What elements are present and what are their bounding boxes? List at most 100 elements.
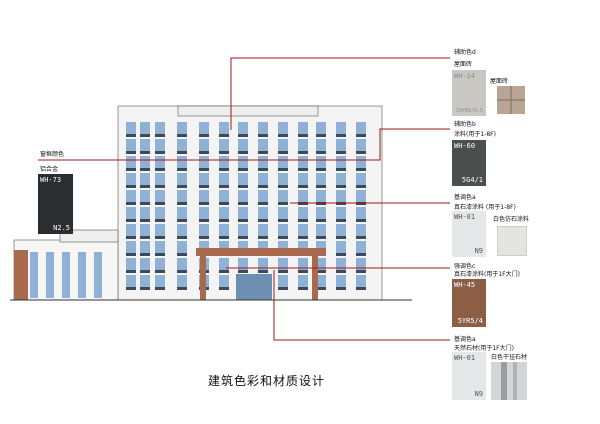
window-spandrel bbox=[177, 151, 187, 154]
window-spandrel bbox=[126, 219, 136, 222]
window bbox=[336, 241, 346, 253]
window-spandrel bbox=[177, 168, 187, 171]
window-spandrel bbox=[258, 151, 268, 154]
window bbox=[258, 258, 268, 270]
window bbox=[336, 156, 346, 168]
window-spandrel bbox=[298, 219, 308, 222]
window bbox=[258, 122, 268, 134]
window-spandrel bbox=[278, 236, 288, 239]
window-spandrel bbox=[140, 134, 150, 137]
podium-window bbox=[30, 252, 38, 298]
window bbox=[126, 122, 136, 134]
window bbox=[140, 122, 150, 134]
window bbox=[356, 122, 366, 134]
window bbox=[219, 241, 229, 253]
window bbox=[177, 241, 187, 253]
window-spandrel bbox=[177, 287, 187, 290]
window-spandrel bbox=[155, 287, 165, 290]
entrance-column bbox=[312, 256, 318, 300]
window bbox=[238, 122, 248, 134]
window bbox=[316, 173, 326, 185]
window bbox=[199, 122, 209, 134]
window-spandrel bbox=[356, 134, 366, 137]
window-spandrel bbox=[298, 151, 308, 154]
window-spandrel bbox=[316, 219, 326, 222]
window bbox=[278, 139, 288, 151]
window bbox=[316, 190, 326, 202]
window-spandrel bbox=[278, 219, 288, 222]
window-spandrel bbox=[126, 151, 136, 154]
window-spandrel bbox=[155, 185, 165, 188]
natural-stone-texture-label: 白色干挂石材 bbox=[491, 354, 528, 361]
window bbox=[356, 258, 366, 270]
window-spandrel bbox=[278, 134, 288, 137]
window-spandrel bbox=[219, 168, 229, 171]
window-spandrel bbox=[336, 253, 346, 256]
window-spandrel bbox=[219, 236, 229, 239]
label-accent-d: 辅助色d bbox=[454, 49, 476, 56]
podium-window bbox=[46, 252, 54, 298]
window bbox=[298, 139, 308, 151]
window-spandrel bbox=[278, 202, 288, 205]
podium-window bbox=[78, 252, 86, 298]
window bbox=[155, 241, 165, 253]
window bbox=[356, 156, 366, 168]
window-spandrel bbox=[140, 253, 150, 256]
window-spandrel bbox=[298, 287, 308, 290]
window bbox=[238, 241, 248, 253]
window bbox=[356, 224, 366, 236]
window-spandrel bbox=[356, 236, 366, 239]
window bbox=[140, 241, 150, 253]
window bbox=[278, 275, 288, 287]
window-spandrel bbox=[140, 185, 150, 188]
window-spandrel bbox=[258, 185, 268, 188]
window-spandrel bbox=[316, 185, 326, 188]
window bbox=[140, 224, 150, 236]
stone-coating-texture bbox=[497, 226, 527, 256]
window bbox=[298, 122, 308, 134]
window-spandrel bbox=[238, 219, 248, 222]
window bbox=[316, 207, 326, 219]
window bbox=[140, 258, 150, 270]
window bbox=[219, 156, 229, 168]
window-spandrel bbox=[199, 151, 209, 154]
window-spandrel bbox=[155, 270, 165, 273]
window-spandrel bbox=[177, 219, 187, 222]
window-spandrel bbox=[155, 253, 165, 256]
window-spandrel bbox=[316, 134, 326, 137]
window bbox=[238, 156, 248, 168]
window bbox=[199, 156, 209, 168]
window bbox=[177, 173, 187, 185]
window-spandrel bbox=[219, 287, 229, 290]
window bbox=[278, 173, 288, 185]
window bbox=[298, 156, 308, 168]
window bbox=[278, 122, 288, 134]
window bbox=[219, 190, 229, 202]
window bbox=[140, 207, 150, 219]
window bbox=[316, 139, 326, 151]
window bbox=[126, 173, 136, 185]
window-spandrel bbox=[336, 236, 346, 239]
podium-window bbox=[94, 252, 102, 298]
window bbox=[155, 190, 165, 202]
window bbox=[177, 207, 187, 219]
window bbox=[336, 190, 346, 202]
window-spandrel bbox=[199, 236, 209, 239]
window bbox=[238, 224, 248, 236]
window-spandrel bbox=[155, 236, 165, 239]
window bbox=[356, 139, 366, 151]
window bbox=[278, 156, 288, 168]
window bbox=[126, 224, 136, 236]
window-spandrel bbox=[238, 168, 248, 171]
window-spandrel bbox=[155, 151, 165, 154]
window-spandrel bbox=[278, 270, 288, 273]
window bbox=[258, 207, 268, 219]
window-spandrel bbox=[278, 287, 288, 290]
window bbox=[356, 173, 366, 185]
window-spandrel bbox=[155, 168, 165, 171]
window-spandrel bbox=[258, 236, 268, 239]
window bbox=[177, 224, 187, 236]
window bbox=[126, 258, 136, 270]
window bbox=[356, 275, 366, 287]
